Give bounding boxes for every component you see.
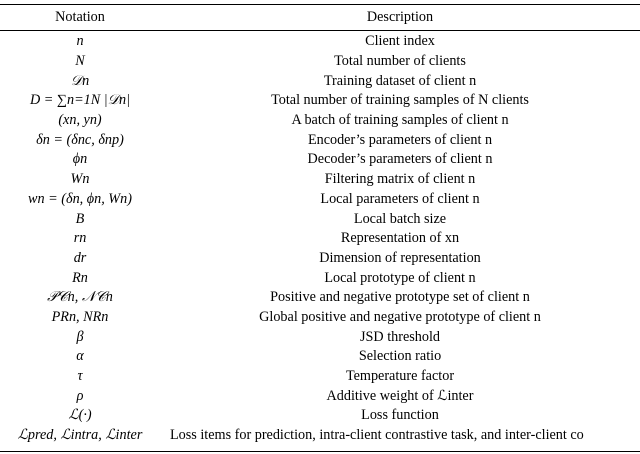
notation-cell: (xn, yn)	[58, 112, 102, 129]
table-row: α Selection ratio	[0, 347, 640, 367]
notation-cell: ρ	[76, 387, 84, 404]
table-row: N Total number of clients	[0, 52, 640, 72]
notation-cell: dr	[73, 249, 87, 266]
description-cell: Loss function	[361, 407, 439, 424]
header-description: Description	[366, 8, 434, 25]
notation-cell: B	[75, 210, 85, 227]
notation-cell: β	[76, 328, 84, 345]
bottom-rule	[0, 451, 640, 453]
table-row: PRn, NRn Global positive and negative pr…	[0, 308, 640, 328]
description-cell: Decoder’s parameters of client n	[307, 151, 493, 168]
table-row: Rn Local prototype of client n	[0, 268, 640, 288]
table-row: τ Temperature factor	[0, 367, 640, 387]
notation-cell: D = ∑n=1N |𝒟n|	[29, 92, 130, 109]
table-row: rn Representation of xn	[0, 229, 640, 249]
description-cell: Additive weight of ℒinter	[326, 387, 474, 404]
header-rule	[0, 30, 640, 31]
table-row: β JSD threshold	[0, 327, 640, 347]
table-row: δn = (δnc, δnp) Encoder’s parameters of …	[0, 130, 640, 150]
table-row: ρ Additive weight of ℒinter	[0, 386, 640, 406]
notation-cell: ℒ(·)	[68, 407, 92, 424]
description-cell: Total number of clients	[334, 53, 466, 70]
description-cell: Selection ratio	[358, 348, 442, 365]
notation-cell: Rn	[72, 269, 88, 286]
notation-cell: δn = (δnc, δnp)	[36, 131, 124, 148]
table-row: Wn Filtering matrix of client n	[0, 170, 640, 190]
table-row: ϕn Decoder’s parameters of client n	[0, 150, 640, 170]
notation-cell: τ	[77, 368, 83, 385]
table-row: (xn, yn) A batch of training samples of …	[0, 111, 640, 131]
description-cell: Total number of training samples of N cl…	[271, 92, 529, 109]
table-row: wn = (δn, ϕn, Wn) Local parameters of cl…	[0, 190, 640, 210]
notation-cell: 𝒟n	[70, 72, 90, 89]
notation-cell: PRn, NRn	[51, 308, 109, 325]
notation-cell: rn	[73, 230, 87, 247]
notation-cell: ℒpred, ℒintra, ℒinter	[17, 427, 143, 444]
table-row: dr Dimension of representation	[0, 249, 640, 269]
description-cell: A batch of training samples of client n	[291, 112, 509, 129]
description-cell: Training dataset of client n	[323, 72, 477, 89]
table-row: n Client index	[0, 32, 640, 52]
table-row: 𝒫𝒞n, 𝒩𝒞n Positive and negative prototype…	[0, 288, 640, 308]
description-cell: Positive and negative prototype set of c…	[270, 289, 530, 306]
notation-cell: Wn	[70, 171, 90, 188]
description-cell: Local batch size	[353, 210, 447, 227]
table-body: n Client index N Total number of clients…	[0, 32, 640, 445]
notation-cell: α	[76, 348, 84, 365]
table-row: 𝒟n Training dataset of client n	[0, 71, 640, 91]
description-cell: Temperature factor	[345, 368, 455, 385]
table-row: B Local batch size	[0, 209, 640, 229]
description-cell: Global positive and negative prototype o…	[259, 308, 541, 325]
notation-cell: 𝒫𝒞n, 𝒩𝒞n	[47, 289, 113, 306]
description-cell: Filtering matrix of client n	[324, 171, 476, 188]
description-cell: Local parameters of client n	[320, 190, 480, 207]
table-row: D = ∑n=1N |𝒟n| Total number of training …	[0, 91, 640, 111]
top-rule	[0, 4, 640, 6]
header-notation: Notation	[55, 8, 105, 25]
description-cell: Encoder’s parameters of client n	[307, 131, 493, 148]
notation-cell: n	[76, 33, 84, 50]
description-cell: JSD threshold	[359, 328, 440, 345]
description-cell: Dimension of representation	[319, 249, 481, 266]
table-row: ℒpred, ℒintra, ℒinter Loss items for pre…	[0, 426, 640, 446]
notation-cell: ϕn	[72, 151, 88, 168]
description-cell: Loss items for prediction, intra-client …	[170, 427, 584, 444]
table-header: Notation Description	[0, 5, 640, 29]
description-cell: Local prototype of client n	[324, 269, 476, 286]
notation-cell: N	[75, 53, 85, 70]
description-cell: Client index	[365, 33, 435, 50]
notation-cell: wn = (δn, ϕn, Wn)	[28, 190, 132, 207]
description-cell: Representation of xn	[340, 230, 460, 247]
table-row: ℒ(·) Loss function	[0, 406, 640, 426]
